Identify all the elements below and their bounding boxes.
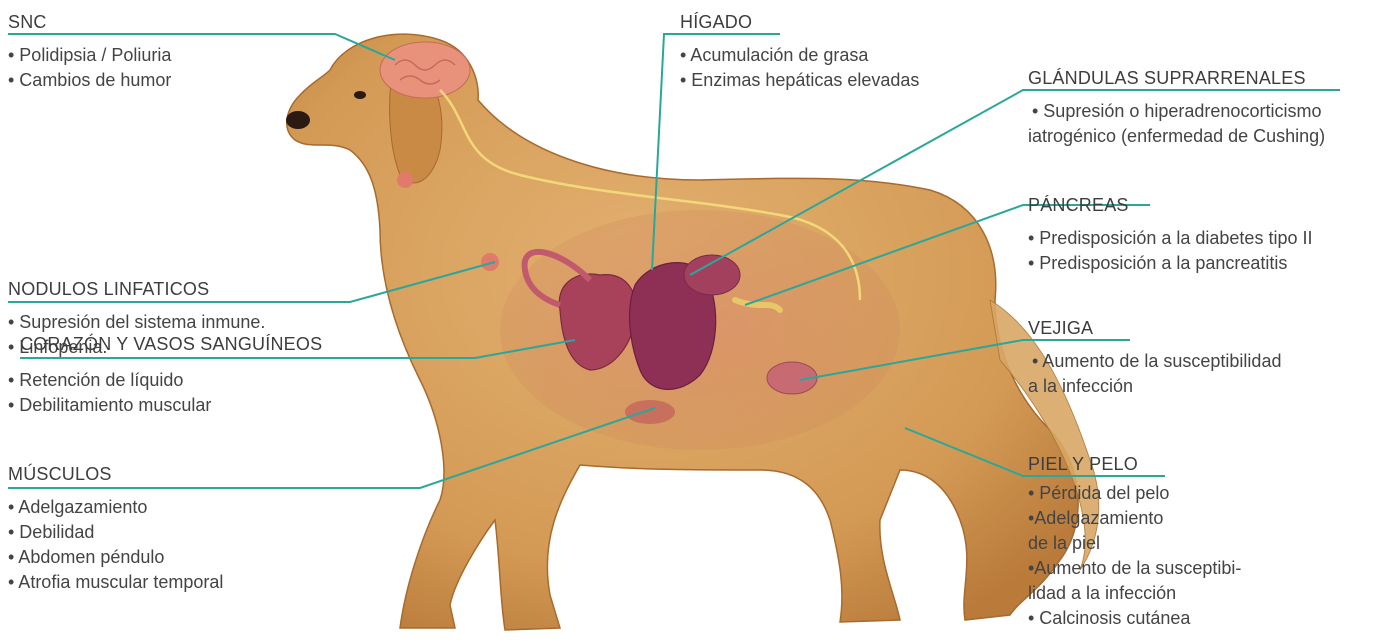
list-item: a la infección [1028, 374, 1281, 399]
items-list-corazon: • Retención de líquido • Debilitamiento … [8, 368, 211, 418]
section-piel-y-pelo: PIEL Y PELO • Pérdida del pelo •Adelgaza… [1028, 453, 1241, 631]
section-vejiga: VEJIGA • Aumento de la susceptibilidad a… [1028, 317, 1281, 399]
list-item: • Pérdida del pelo [1028, 481, 1241, 506]
section-title-vejiga: VEJIGA [1028, 317, 1281, 339]
items-list-higado: • Acumulación de grasa • Enzimas hepátic… [680, 43, 919, 93]
list-item: • Acumulación de grasa [680, 43, 919, 68]
items-list-piel-y-pelo: • Pérdida del pelo •Adelgazamiento de la… [1028, 481, 1241, 631]
section-higado: HÍGADO • Acumulación de grasa • Enzimas … [680, 11, 919, 93]
section-title-snc: SNC [8, 11, 171, 33]
section-corazon: CORAZÓN Y VASOS SANGUÍNEOS [20, 333, 322, 355]
lymph-node-chest [481, 253, 499, 271]
section-title-musculos: MÚSCULOS [8, 463, 223, 485]
list-item: iatrogénico (enfermedad de Cushing) [1028, 124, 1325, 149]
items-list-vejiga: • Aumento de la susceptibilidad a la inf… [1028, 349, 1281, 399]
list-item: • Enzimas hepáticas elevadas [680, 68, 919, 93]
list-item: • Supresión o hiperadrenocorticismo [1028, 99, 1325, 124]
list-item: • Aumento de la susceptibilidad [1028, 349, 1281, 374]
list-item: • Adelgazamiento [8, 495, 223, 520]
list-item: • Abdomen péndulo [8, 545, 223, 570]
section-title-corazon: CORAZÓN Y VASOS SANGUÍNEOS [20, 333, 322, 355]
list-item: • Cambios de humor [8, 68, 171, 93]
dog-nose [286, 111, 310, 129]
items-list-snc: • Polidipsia / Poliuria • Cambios de hum… [8, 43, 171, 93]
list-item: • Predisposición a la diabetes tipo II [1028, 226, 1312, 251]
section-title-piel-y-pelo: PIEL Y PELO [1028, 453, 1241, 475]
section-pancreas: PÁNCREAS • Predisposición a la diabetes … [1028, 194, 1312, 276]
items-list-pancreas: • Predisposición a la diabetes tipo II •… [1028, 226, 1312, 276]
list-item: •Adelgazamiento [1028, 506, 1241, 531]
list-item: • Atrofia muscular temporal [8, 570, 223, 595]
lymph-node-neck [397, 172, 413, 188]
dog-eye [354, 91, 366, 99]
section-title-higado: HÍGADO [680, 11, 919, 33]
section-musculos: MÚSCULOS • Adelgazamiento • Debilidad • … [8, 463, 223, 595]
list-item: • Predisposición a la pancreatitis [1028, 251, 1312, 276]
items-list-suprarrenales: • Supresión o hiperadrenocorticismo iatr… [1028, 99, 1325, 149]
items-list-musculos: • Adelgazamiento • Debilidad • Abdomen p… [8, 495, 223, 595]
list-item: • Debilitamiento muscular [8, 393, 211, 418]
list-item: • Supresión del sistema inmune. [8, 310, 265, 335]
list-item: • Debilidad [8, 520, 223, 545]
abdominal-muscle [625, 400, 675, 424]
section-title-nodulos-linfaticos: NODULOS LINFATICOS [8, 278, 265, 300]
section-suprarrenales: GLÁNDULAS SUPRARRENALES • Supresión o hi… [1028, 67, 1325, 149]
section-corazon-items: • Retención de líquido • Debilitamiento … [8, 358, 211, 418]
list-item: lidad a la infección [1028, 581, 1241, 606]
list-item: • Polidipsia / Poliuria [8, 43, 171, 68]
list-item: de la piel [1028, 531, 1241, 556]
section-snc: SNC • Polidipsia / Poliuria • Cambios de… [8, 11, 171, 93]
list-item: •Aumento de la susceptibi- [1028, 556, 1241, 581]
list-item: • Retención de líquido [8, 368, 211, 393]
section-title-pancreas: PÁNCREAS [1028, 194, 1312, 216]
stomach [684, 255, 740, 295]
section-title-suprarrenales: GLÁNDULAS SUPRARRENALES [1028, 67, 1325, 89]
list-item: • Calcinosis cutánea [1028, 606, 1241, 631]
